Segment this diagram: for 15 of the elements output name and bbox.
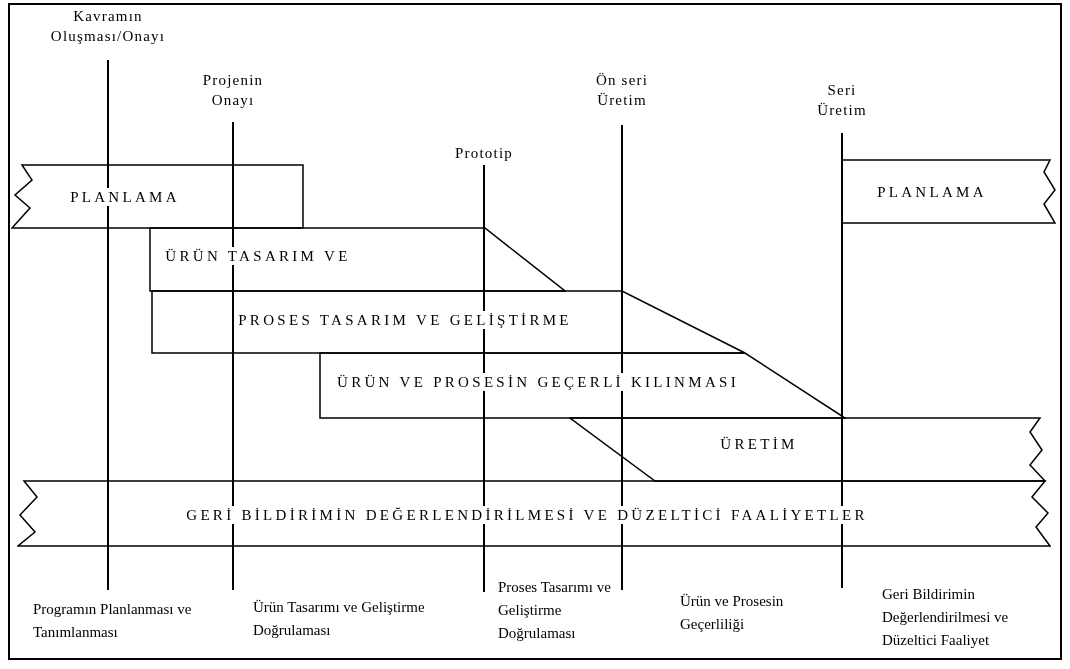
- milestone-line: [621, 124, 623, 591]
- milestone-line: [841, 132, 843, 589]
- phase-output-label: Programın Planlanması ve Tanımlanması: [33, 600, 193, 642]
- milestone-label: Ön seri Üretim: [590, 70, 654, 125]
- phase-output-label: Ürün Tasarımı ve Geliştirme Doğrulaması: [253, 598, 426, 640]
- phase-output-label: Geri Bildirimin Değerlendirilmesi ve Düzeltici Faaliyet: [882, 585, 1010, 650]
- phase-output-label: Ürün ve Prosesin Geçerliliği: [680, 592, 785, 634]
- milestone-label: Projenin Onayı: [197, 70, 269, 122]
- milestone-label: Prototip: [444, 143, 524, 165]
- milestone-line: [107, 59, 109, 591]
- milestone-label: Seri Üretim: [812, 80, 872, 133]
- milestone-line: [483, 164, 485, 593]
- phase-output-label: Proses Tasarımı ve Geliştirme Doğrulaması: [498, 578, 612, 643]
- milestone-line: [232, 121, 234, 591]
- milestone-label: Kavramın Oluşması/Onayı: [43, 6, 173, 60]
